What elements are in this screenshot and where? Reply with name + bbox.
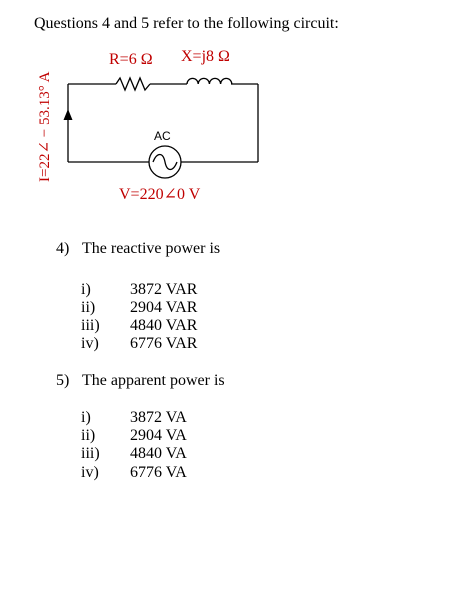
inductor-symbol: [186, 77, 233, 85]
question-5: 5) The apparent power is: [56, 372, 225, 390]
inductor-label: X=j8 Ω: [181, 48, 230, 65]
resistor-symbol: [115, 76, 151, 92]
option-value: 3872 VAR: [130, 281, 198, 298]
question-text: The apparent power is: [82, 372, 225, 389]
ac-label: AC: [154, 129, 171, 143]
circuit-diagram: [63, 76, 259, 179]
option-value: 2904 VAR: [130, 299, 198, 316]
current-arrow-icon: [63, 109, 73, 120]
question-4: 4) The reactive power is: [56, 240, 220, 258]
option-number: i): [81, 409, 91, 426]
option-value: 2904 VA: [130, 427, 187, 444]
resistor-label: R=6 Ω: [109, 51, 153, 68]
option-value: 6776 VA: [130, 464, 187, 481]
option-number: ii): [81, 299, 96, 316]
option-value: 6776 VAR: [130, 335, 198, 352]
sine-wave-icon: [152, 153, 178, 171]
option-number: iii): [81, 445, 100, 462]
option-number: iv): [81, 464, 99, 481]
question-number: 4): [56, 240, 70, 257]
option-number: iv): [81, 335, 99, 352]
option-value: 4840 VA: [130, 445, 187, 462]
question-number: 5): [56, 372, 70, 389]
option-number: i): [81, 281, 91, 298]
current-label: I=22∠ − 53.13° A: [37, 71, 53, 183]
option-value: 3872 VA: [130, 409, 187, 426]
intro-text: Questions 4 and 5 refer to the following…: [34, 15, 339, 32]
question-text: The reactive power is: [82, 240, 221, 257]
option-number: ii): [81, 427, 96, 444]
voltage-label: V=220∠0 V: [119, 186, 201, 203]
option-value: 4840 VAR: [130, 317, 198, 334]
option-number: iii): [81, 317, 100, 334]
